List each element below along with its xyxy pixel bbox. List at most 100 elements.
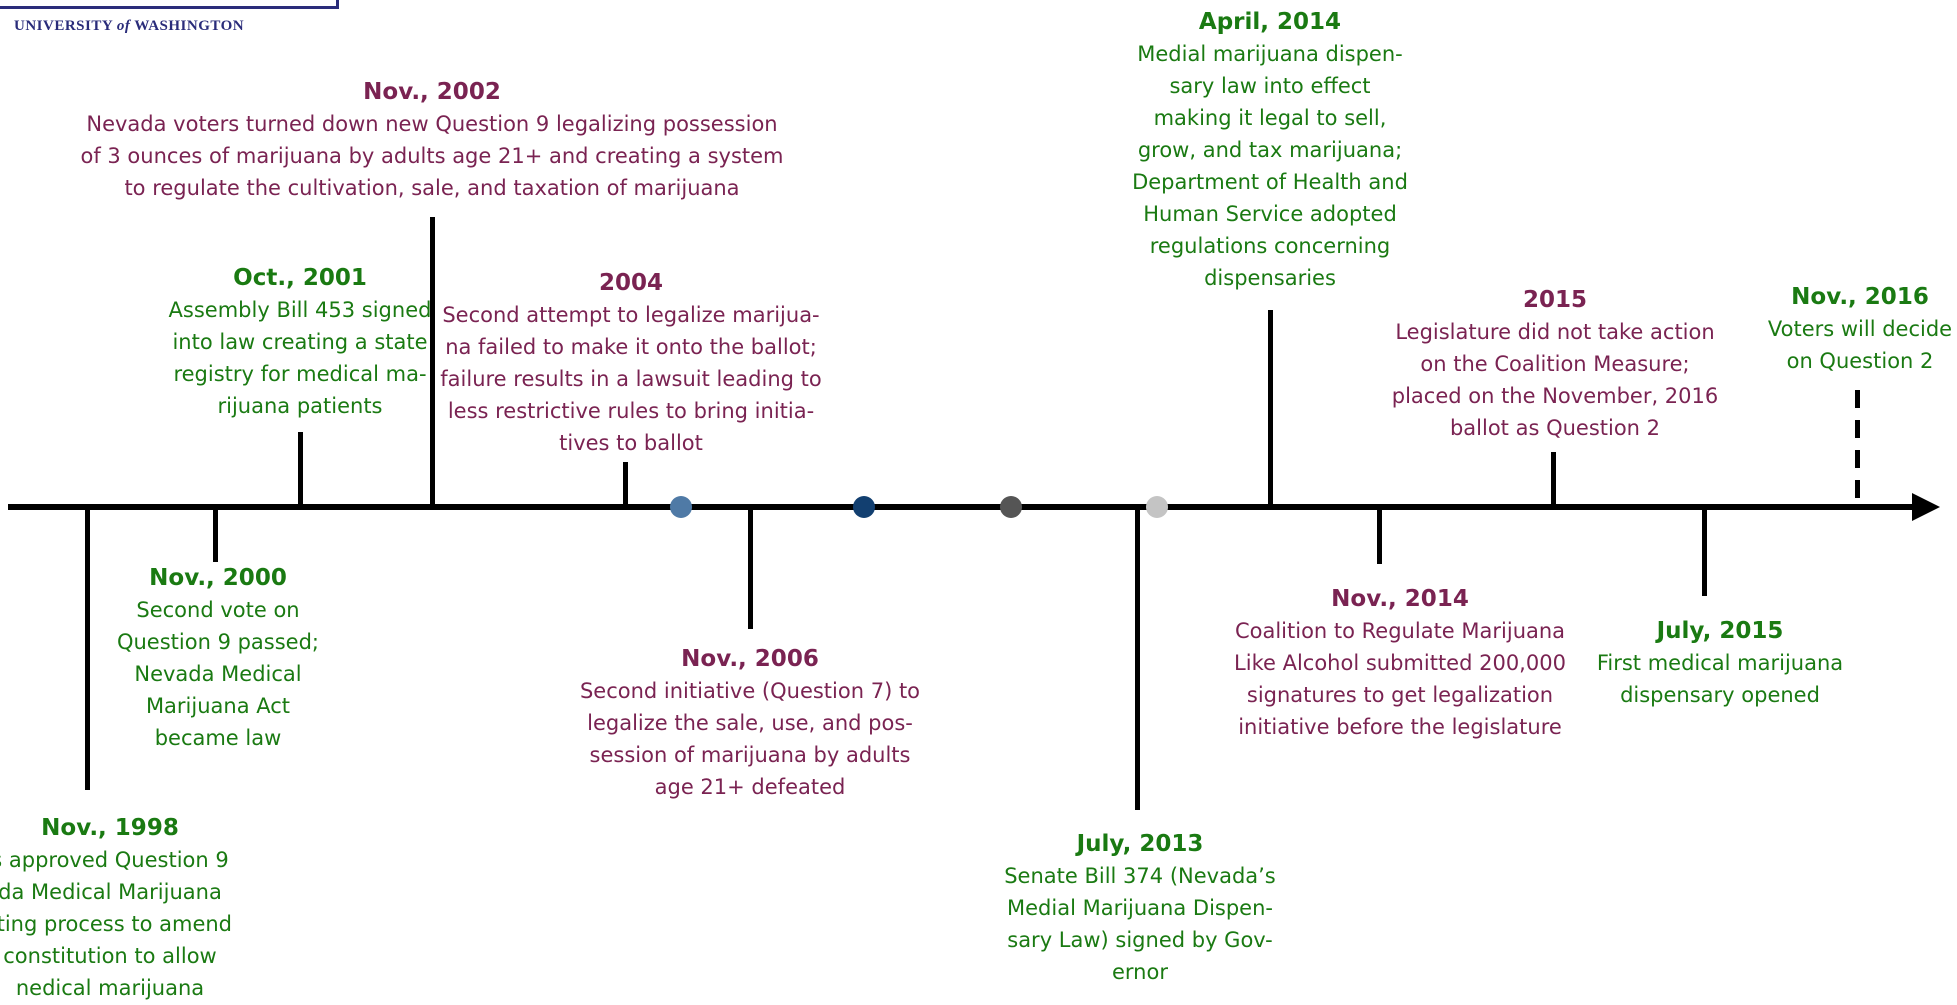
event-description-line: session of marijuana by adults (589, 743, 911, 767)
tick-2015 (1551, 452, 1556, 510)
event-description-line: Department of Health and (1132, 170, 1408, 194)
event-description-line: placed on the November, 2016 (1391, 384, 1719, 408)
event-description: Legislature did not take action on the Co… (1370, 316, 1740, 444)
timeline-axis (8, 504, 1918, 510)
event-description-line: dispensaries (1204, 266, 1336, 290)
event-description-line: registry for medical ma- (173, 362, 427, 386)
event-description-line: First medical marijuana (1596, 651, 1844, 675)
event-description-line: on the Coalition Measure; (1420, 352, 1690, 376)
event-description-line: of 3 ounces of marijuana by adults age 2… (80, 144, 784, 168)
event-date: Nov., 2002 (363, 79, 501, 105)
tick-nov-2016-dashed (1855, 390, 1860, 504)
event-description-line: Medial marijuana dispen- (1137, 42, 1403, 66)
event-description: Assembly Bill 453 signed into law creatin… (120, 294, 480, 422)
event-description-line: less restrictive rules to bring initia- (447, 399, 815, 423)
event-description-line: Medial Marijuana Dispen- (1007, 896, 1273, 920)
event-date: Nov., 2014 (1331, 586, 1469, 612)
tick-2004 (623, 462, 628, 510)
tick-jul-2013 (1135, 504, 1140, 810)
tick-nov-2014 (1377, 504, 1382, 564)
event-nov-2002: Nov., 2002 Nevada voters turned down new… (52, 76, 812, 204)
event-description-line: age 21+ defeated (654, 775, 846, 799)
event-description-line: Nevada voters turned down new Question 9… (86, 112, 778, 136)
event-description-line: rijuana patients (217, 394, 383, 418)
event-description-line: Human Service adopted (1143, 202, 1397, 226)
event-date: Nov., 2000 (149, 565, 287, 591)
event-description-line: dispensary opened (1620, 683, 1820, 707)
event-description-line: Legislature did not take action (1395, 320, 1715, 344)
marker-dot-2 (853, 496, 875, 518)
tick-nov-2000 (213, 504, 218, 562)
event-description: Second vote on Question 9 passed; Nevada M… (88, 594, 348, 754)
marker-dot-1 (670, 496, 692, 518)
event-description-line: na failed to make it onto the ballot; (445, 335, 817, 359)
event-description-line: ernor (1112, 960, 1168, 984)
event-description-line: Second initiative (Question 7) to (579, 679, 921, 703)
event-date: July, 2015 (1656, 618, 1784, 644)
event-description-line: Assembly Bill 453 signed (168, 298, 432, 322)
event-description-line: into law creating a state (172, 330, 428, 354)
event-oct-2001: Oct., 2001 Assembly Bill 453 signed into … (120, 262, 480, 422)
logo-frame (0, 0, 339, 9)
event-jul-2015: July, 2015 First medical marijuana dispen… (1560, 615, 1880, 711)
event-description-line: Question 9 passed; (116, 630, 320, 654)
event-description: s approved Question 9 da Medical Marijuan… (0, 844, 260, 1004)
event-description-line: tives to ballot (559, 431, 703, 455)
event-description: First medical marijuana dispensary opened (1560, 647, 1880, 711)
event-description-line: Senate Bill 374 (Nevada’s (1004, 864, 1276, 888)
event-date: July, 2013 (1076, 831, 1204, 857)
event-description-line: Second attempt to legalize marijua- (442, 303, 820, 327)
event-description-line: constitution to allow (3, 944, 217, 968)
event-description: Medial marijuana dispen-sary law into ef… (1105, 38, 1435, 294)
event-description-line: Marijuana Act (145, 694, 291, 718)
event-description-line: on Question 2 (1786, 349, 1934, 373)
event-description-line: initiative before the legislature (1238, 715, 1562, 739)
event-description-line: Like Alcohol submitted 200,000 (1234, 651, 1566, 675)
marker-dot-4 (1146, 496, 1168, 518)
event-description-line: signatures to get legalization (1246, 683, 1554, 707)
event-description-line: failure results in a lawsuit leading to (440, 367, 822, 391)
tick-nov-1998 (85, 504, 90, 790)
logo-university-text: UNIVERSITY of WASHINGTON (14, 18, 245, 34)
event-date: Nov., 1998 (41, 815, 179, 841)
tick-nov-2002 (430, 217, 435, 510)
tick-nov-2006 (748, 504, 753, 629)
event-date: Nov., 2016 (1791, 284, 1929, 310)
event-apr-2014: April, 2014 Medial marijuana dispen-sary… (1105, 6, 1435, 294)
event-description-line: regulations concerning (1149, 234, 1391, 258)
event-date: Oct., 2001 (233, 265, 367, 291)
event-nov-2014: Nov., 2014 Coalition to Regulate Marijua… (1210, 583, 1590, 743)
event-date: April, 2014 (1198, 9, 1342, 35)
event-2015: 2015 Legislature did not take action on t… (1370, 284, 1740, 444)
marker-dot-3 (1000, 496, 1022, 518)
event-nov-1998: Nov., 1998 s approved Question 9 da Medic… (0, 812, 260, 1004)
event-description-line: Voters will decide (1767, 317, 1953, 341)
event-description-line: s approved Question 9 (0, 848, 229, 872)
event-description-line: rting process to amend (0, 912, 233, 936)
event-description-line: Nevada Medical (134, 662, 302, 686)
event-description-line: became law (154, 726, 282, 750)
tick-apr-2014 (1268, 310, 1273, 510)
event-nov-2016: Nov., 2016 Voters will decide on Question… (1740, 281, 1957, 377)
event-date: 2015 (1522, 287, 1587, 313)
timeline-arrowhead (1912, 493, 1940, 521)
tick-oct-2001 (298, 432, 303, 510)
tick-jul-2015 (1702, 504, 1707, 596)
event-description: Nevada voters turned down new Question 9… (52, 108, 812, 204)
event-description-line: nedical marijuana (15, 976, 205, 1000)
event-description-line: da Medical Marijuana (0, 880, 222, 904)
event-description-line: ballot as Question 2 (1449, 416, 1661, 440)
event-date: Nov., 2006 (681, 646, 819, 672)
event-description-line: to regulate the cultivation, sale, and t… (124, 176, 740, 200)
event-description: Second attempt to legalize marijua-na fa… (426, 299, 836, 459)
event-nov-2006: Nov., 2006 Second initiative (Question 7… (555, 643, 945, 803)
university-logo: UNIVERSITY of WASHINGTON (0, 0, 340, 40)
event-description-line: making it legal to sell, (1153, 106, 1387, 130)
event-description-line: grow, and tax marijuana; (1137, 138, 1403, 162)
event-description-line: Second vote on (136, 598, 300, 622)
event-date: 2004 (598, 270, 663, 296)
